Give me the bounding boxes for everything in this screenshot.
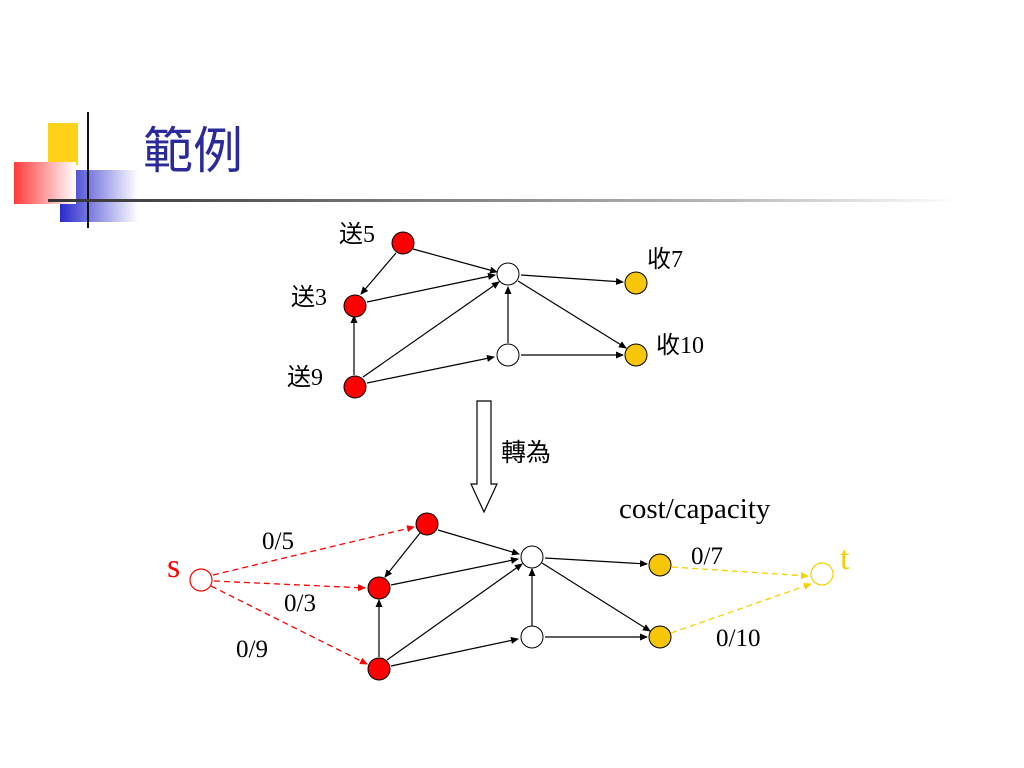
source-edge	[213, 580, 366, 592]
transit-node	[496, 343, 520, 367]
edge-c-f	[520, 274, 624, 286]
demand-node	[648, 625, 672, 649]
slide-decoration	[14, 112, 960, 228]
supply-node	[343, 375, 367, 399]
supply-node	[415, 512, 439, 536]
slide-title: 範例	[143, 122, 243, 180]
transit-node	[520, 545, 544, 569]
source-edge-label: 0/5	[262, 528, 294, 555]
supply-label: 送9	[287, 364, 323, 391]
source-label: s	[167, 548, 180, 585]
demand-label: 收10	[656, 332, 704, 359]
supply-label: 送3	[291, 284, 327, 311]
demand-node	[624, 271, 648, 295]
source-edge-label: 0/9	[236, 636, 268, 663]
supply-node	[367, 576, 391, 600]
edge-a-b	[360, 252, 397, 295]
edge-d-c	[362, 281, 500, 378]
sink-edge-label: 0/10	[716, 625, 760, 652]
top-graph: 送5 送3 送9 收7 收10	[287, 221, 704, 399]
sink-label: t	[840, 540, 850, 577]
sink-edge	[671, 566, 809, 580]
source-edge-label: 0/3	[284, 590, 316, 617]
transit-node	[496, 262, 520, 286]
transit-node	[520, 625, 544, 649]
edge-b-c	[390, 556, 519, 586]
sink-edge-label: 0/7	[691, 543, 723, 570]
super-sink-node	[810, 562, 834, 586]
edge-d-e	[390, 637, 519, 667]
edge-a-c	[412, 248, 498, 274]
legend-cost-capacity: cost/capacity	[619, 493, 771, 525]
supply-node	[367, 657, 391, 681]
edge-c-g	[541, 562, 651, 632]
edge-d-c	[386, 563, 523, 661]
transform-arrow	[470, 400, 498, 514]
super-source-node	[189, 568, 213, 592]
sink-edge	[670, 583, 812, 634]
demand-node	[648, 553, 672, 577]
supply-label: 送5	[339, 221, 375, 248]
edge-a-c	[437, 529, 520, 556]
supply-node	[391, 231, 415, 255]
bottom-graph: s t 0/5 0/3 0/9 0/7 0/10	[167, 512, 850, 681]
demand-label: 收7	[647, 246, 683, 273]
demand-node	[624, 343, 648, 367]
edge-d-e	[366, 354, 495, 384]
edge-a-b	[384, 532, 421, 578]
edge-c-f	[544, 557, 648, 568]
edge-c-g	[517, 280, 627, 349]
supply-node	[343, 294, 367, 318]
edge-b-c	[366, 273, 496, 303]
source-edge	[210, 585, 368, 665]
source-edge	[212, 525, 415, 576]
transform-label: 轉為	[501, 439, 551, 467]
